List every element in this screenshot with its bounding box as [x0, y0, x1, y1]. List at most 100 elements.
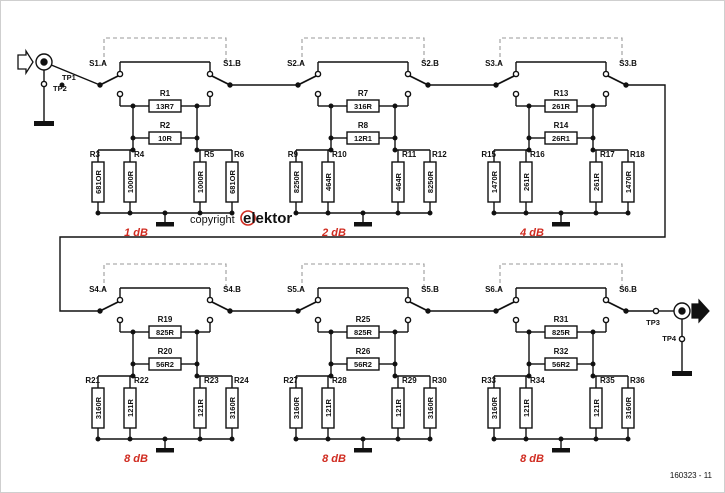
- ground-symbol-icon: [354, 222, 372, 227]
- resistor-shunt: [589, 161, 603, 203]
- resistor-value: 8250R: [426, 170, 435, 193]
- resistor-value: 121R: [324, 398, 333, 417]
- resistor-shunt: [621, 387, 635, 429]
- junction-dot: [229, 210, 235, 216]
- resistor-shunt: [321, 161, 335, 203]
- resistor-mid: [346, 131, 380, 145]
- resistor-shunt: [193, 387, 207, 429]
- junction-dot: [95, 436, 101, 442]
- resistor-ref: R12: [432, 150, 447, 159]
- switch-contact: [206, 316, 214, 324]
- resistor-top: [544, 325, 578, 339]
- resistor-value: 121R: [592, 398, 601, 417]
- resistor-mid: [148, 131, 182, 145]
- resistor-shunt: [225, 387, 239, 429]
- resistor-ref: R14: [554, 121, 569, 130]
- switch-lever: [495, 301, 515, 312]
- tp1-label: TP1: [62, 73, 76, 82]
- junction-dot: [590, 361, 596, 367]
- resistor-shunt: [91, 161, 105, 203]
- junction-dot: [194, 329, 200, 335]
- copyright-text: copyright: [190, 214, 235, 226]
- junction-dot: [130, 103, 136, 109]
- resistor-value: 10R: [158, 134, 172, 143]
- junction-dot: [328, 103, 334, 109]
- switch-contact: [116, 90, 124, 98]
- switch-contact: [512, 296, 520, 304]
- junction-dot: [523, 210, 529, 216]
- resistor-shunt: [289, 161, 303, 203]
- resistor-ref: R10: [332, 150, 347, 159]
- switch-contact: [602, 70, 610, 78]
- resistor-value: 121R: [196, 398, 205, 417]
- interstage-wire: [59, 84, 666, 312]
- junction-dot: [625, 436, 631, 442]
- resistor-shunt: [321, 387, 335, 429]
- junction-dot: [127, 436, 133, 442]
- resistor-ref: R4: [134, 150, 145, 159]
- resistor-shunt: [289, 387, 303, 429]
- switch-lever: [211, 301, 231, 312]
- resistor-top: [346, 99, 380, 113]
- resistor-shunt: [391, 161, 405, 203]
- resistor-ref: R2: [160, 121, 171, 130]
- switch-contact: [512, 316, 520, 324]
- resistor-value: 121R: [522, 398, 531, 417]
- switch-pivot: [623, 308, 629, 314]
- switch-label: S4.A: [89, 285, 107, 294]
- switch-label: S1.B: [223, 59, 241, 68]
- resistor-ref: R31: [554, 315, 569, 324]
- resistor-value: 56R2: [552, 360, 570, 369]
- attenuation-label: 8 dB: [124, 453, 148, 465]
- switch-lever: [99, 75, 119, 86]
- switch-contact: [314, 296, 322, 304]
- attenuation-label: 8 dB: [520, 453, 544, 465]
- resistor-ref: R8: [358, 121, 369, 130]
- switch-link-dashed: [301, 37, 425, 64]
- switch-label: S5.B: [421, 285, 439, 294]
- switch-contact: [602, 90, 610, 98]
- resistor-value: 56R2: [156, 360, 174, 369]
- switch-label: S4.B: [223, 285, 241, 294]
- switch-label: S6.B: [619, 285, 637, 294]
- resistor-ref: R21: [85, 376, 100, 385]
- resistor-mid: [544, 131, 578, 145]
- resistor-mid: [346, 357, 380, 371]
- resistor-ref: R27: [283, 376, 298, 385]
- junction-dot: [325, 436, 331, 442]
- attenuation-label: 8 dB: [322, 453, 346, 465]
- junction-dot: [590, 135, 596, 141]
- switch-label: S1.A: [89, 59, 107, 68]
- input-arrow-icon: [17, 48, 34, 76]
- switch-label: S3.A: [485, 59, 503, 68]
- switch-contact: [602, 296, 610, 304]
- switch-pivot: [97, 308, 103, 314]
- resistor-value: 3160R: [624, 396, 633, 419]
- resistor-value: 261R: [522, 172, 531, 191]
- tp2-label: TP2: [53, 84, 67, 93]
- switch-lever: [409, 301, 429, 312]
- resistor-ref: R33: [481, 376, 496, 385]
- switch-link-dashed: [301, 263, 425, 290]
- junction-dot: [197, 436, 203, 442]
- switch-contact: [602, 316, 610, 324]
- switch-pivot: [425, 82, 431, 88]
- resistor-value: 464R: [324, 172, 333, 191]
- switch-pivot: [227, 308, 233, 314]
- resistor-value: 1000R: [196, 170, 205, 193]
- components: [17, 48, 710, 453]
- switch-contact: [314, 90, 322, 98]
- switch-pivot: [295, 82, 301, 88]
- junction-dot: [625, 210, 631, 216]
- junction-dot: [130, 135, 136, 141]
- junction-dot: [130, 373, 136, 379]
- resistor-value: 121R: [394, 398, 403, 417]
- junction-dot: [392, 329, 398, 335]
- junction-dot: [197, 210, 203, 216]
- switch-contact: [206, 296, 214, 304]
- junction-dot: [491, 436, 497, 442]
- resistor-top: [544, 99, 578, 113]
- resistor-shunt: [519, 387, 533, 429]
- junction-dot: [328, 135, 334, 141]
